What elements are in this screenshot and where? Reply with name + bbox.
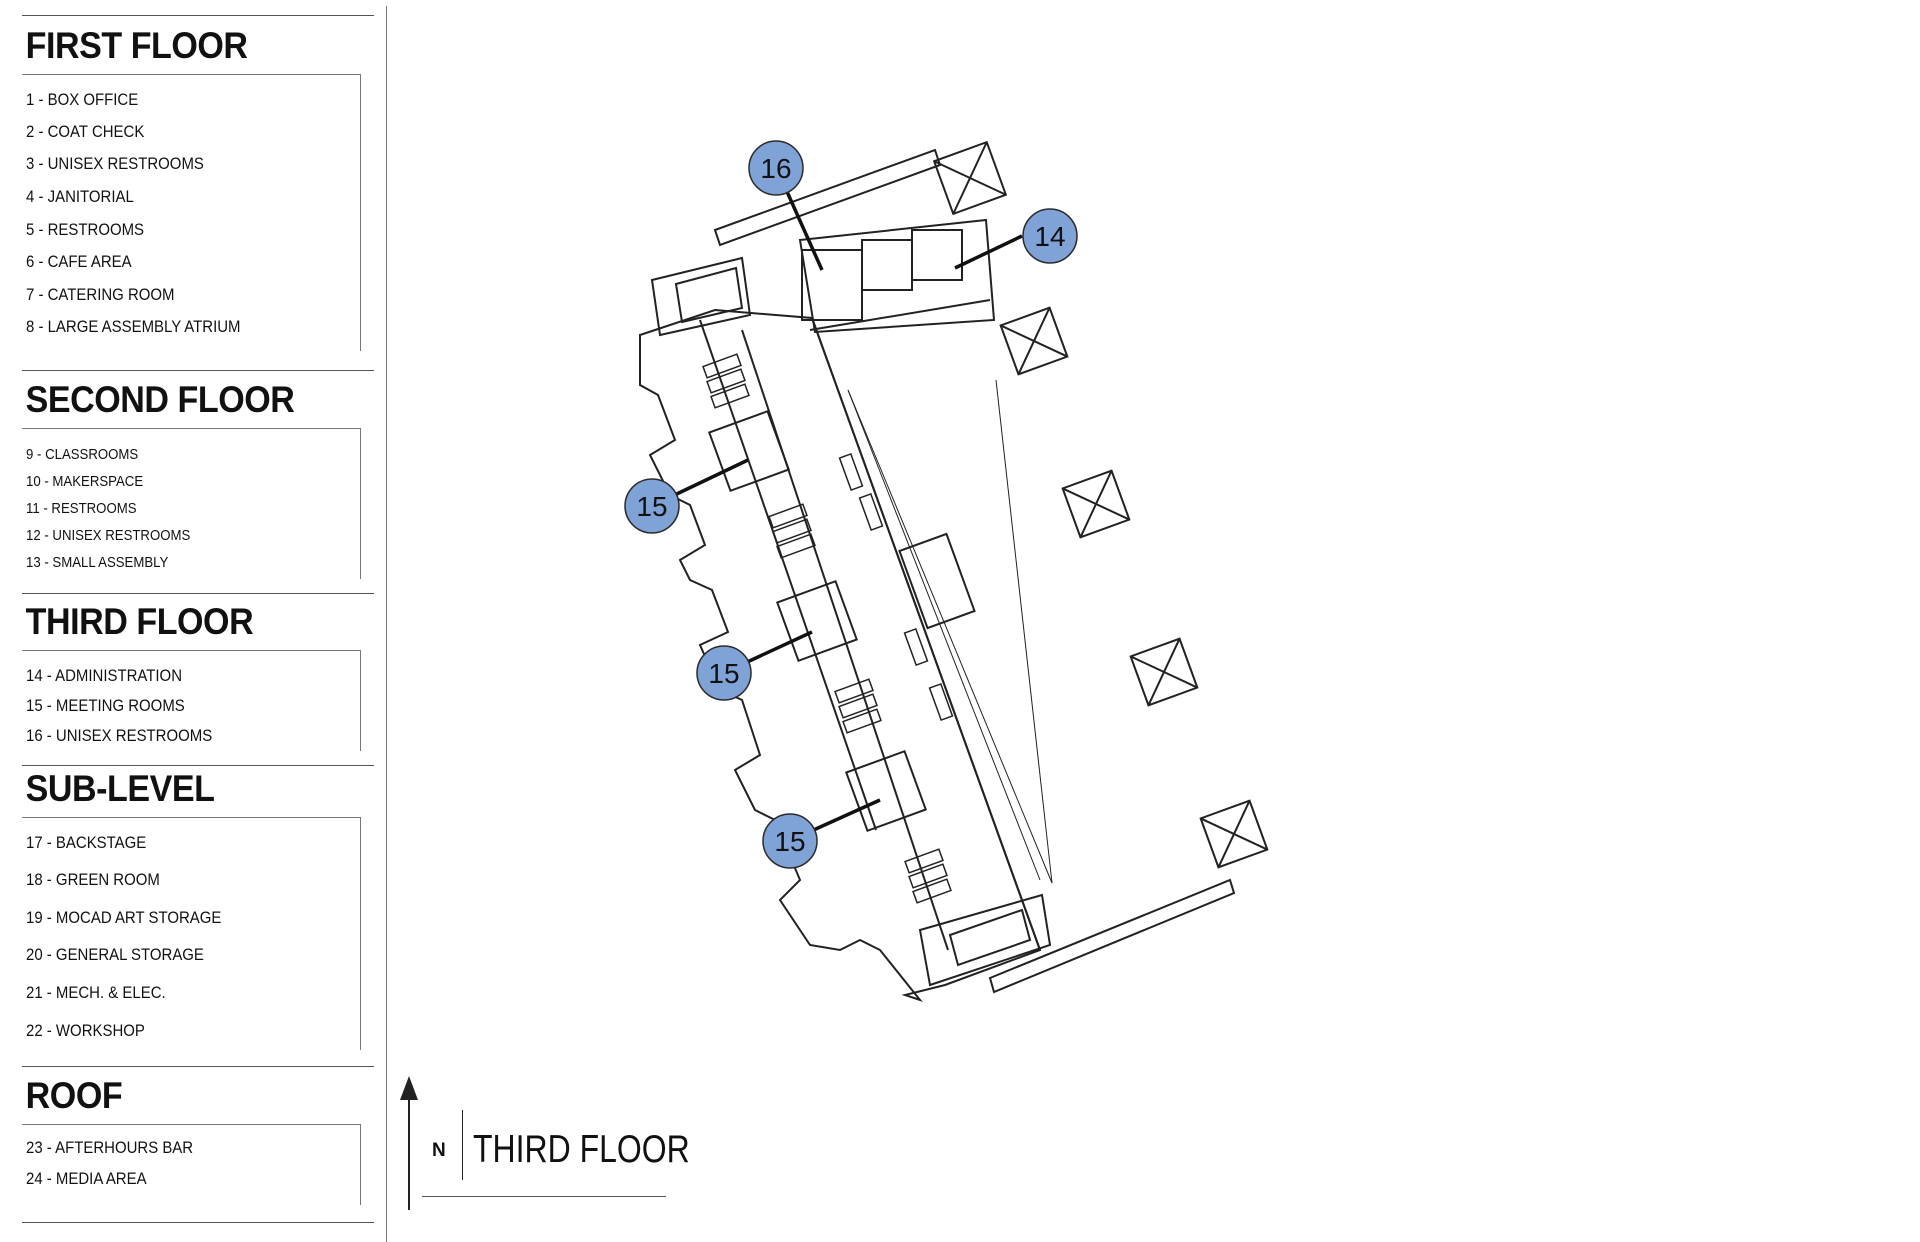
room-tag-15: 15: [624, 478, 680, 534]
svg-text:15: 15: [774, 826, 805, 857]
legend-item: 4 - JANITORIAL: [26, 187, 134, 206]
legend-item: 13 - SMALL ASSEMBLY: [26, 554, 169, 571]
legend-item: 6 - CAFE AREA: [26, 252, 132, 271]
legend-top-rule: [22, 15, 374, 16]
legend-section-title: ROOF: [25, 1075, 123, 1116]
skylight: [932, 140, 1269, 869]
corridor-wall: [811, 317, 1041, 951]
office-room: [861, 239, 913, 291]
stair-top: [650, 256, 752, 337]
legend-rule: [22, 593, 374, 594]
legend-divider: [386, 6, 387, 1242]
room-tag-15: 15: [762, 813, 818, 869]
legend-item: 5 - RESTROOMS: [26, 220, 145, 239]
legend-section-title: THIRD FLOOR: [25, 601, 254, 642]
legend-item: 24 - MEDIA AREA: [26, 1169, 147, 1188]
legend-item: 12 - UNISEX RESTROOMS: [26, 527, 191, 544]
legend-box: [22, 1124, 361, 1205]
corridor-wall: [699, 319, 877, 831]
legend-rule: [22, 1066, 374, 1067]
legend-item: 8 - LARGE ASSEMBLY ATRIUM: [26, 317, 241, 336]
legend-box: [22, 650, 361, 751]
legend-section-roof: ROOF 23 - AFTERHOURS BAR 24 - MEDIA AREA: [22, 1074, 374, 1205]
legend-item: 9 - CLASSROOMS: [26, 446, 139, 463]
room-tag-16: 16: [748, 140, 804, 196]
svg-text:16: 16: [760, 153, 791, 184]
legend-item: 17 - BACKSTAGE: [26, 833, 147, 852]
leader-lines: [661, 166, 1023, 839]
office-room: [911, 229, 963, 281]
legend-item: 15 - MEETING ROOMS: [26, 696, 185, 715]
meeting-room: [775, 579, 859, 663]
plan-caption: THIRD FLOOR: [462, 1110, 690, 1180]
atrium-line: [847, 389, 1053, 884]
legend-section-first-floor: FIRST FLOOR 1 - BOX OFFICE 2 - COAT CHEC…: [22, 24, 374, 351]
legend-item: 16 - UNISEX RESTROOMS: [26, 726, 213, 745]
room-tag-15: 15: [696, 645, 752, 701]
legend-rule: [22, 370, 374, 371]
legend-box: [22, 74, 361, 351]
legend-section-title: FIRST FLOOR: [25, 25, 248, 66]
legend-rule: [22, 765, 374, 766]
legend-item: 14 - ADMINISTRATION: [26, 666, 182, 685]
stair-central: [898, 532, 976, 630]
admin-wall: [809, 299, 991, 331]
legend-section-sub-level: SUB-LEVEL 17 - BACKSTAGE 18 - GREEN ROOM…: [22, 767, 374, 1050]
legend-item: 1 - BOX OFFICE: [26, 90, 139, 109]
stair-bottom: [918, 893, 1052, 987]
legend-item: 20 - GENERAL STORAGE: [26, 945, 204, 964]
desk-group: [702, 353, 954, 904]
legend-section-third-floor: THIRD FLOOR 14 - ADMINISTRATION 15 - MEE…: [22, 600, 374, 751]
legend-item: 2 - COAT CHECK: [26, 122, 145, 141]
legend-item: 10 - MAKERSPACE: [26, 473, 144, 490]
admin-block: [798, 218, 996, 334]
legend-item: 18 - GREEN ROOM: [26, 870, 160, 889]
north-label: N: [432, 1140, 446, 1161]
north-arrow-icon: [400, 1076, 418, 1210]
svg-text:15: 15: [636, 491, 667, 522]
stair-top-inner: [674, 266, 744, 324]
atrium-line: [847, 389, 1041, 881]
legend-item: 21 - MECH. & ELEC.: [26, 983, 166, 1002]
legend-section-title: SECOND FLOOR: [25, 379, 295, 420]
stair-bottom-inner: [948, 908, 1032, 967]
legend-bottom-rule: [22, 1222, 374, 1223]
legend-section-title: SUB-LEVEL: [25, 768, 215, 809]
legend-item: 7 - CATERING ROOM: [26, 285, 175, 304]
plan-title: THIRD FLOOR: [473, 1128, 690, 1171]
legend-item: 3 - UNISEX RESTROOMS: [26, 154, 204, 173]
legend-item: 19 - MOCAD ART STORAGE: [26, 908, 222, 927]
atrium-line: [995, 379, 1053, 884]
bottom-parapet: [988, 878, 1236, 994]
legend-item: 11 - RESTROOMS: [26, 500, 137, 517]
caption-rule: [422, 1196, 666, 1197]
plan-outline: [639, 308, 1042, 1003]
room-tag-14: 14: [1022, 208, 1078, 264]
legend-box: [22, 428, 361, 579]
meeting-room: [844, 749, 928, 833]
svg-text:15: 15: [708, 658, 739, 689]
legend-box: [22, 817, 361, 1050]
legend-item: 22 - WORKSHOP: [26, 1021, 145, 1040]
svg-text:14: 14: [1034, 221, 1065, 252]
legend-item: 23 - AFTERHOURS BAR: [26, 1138, 194, 1157]
legend-section-second-floor: SECOND FLOOR 9 - CLASSROOMS 10 - MAKERSP…: [22, 378, 374, 579]
meeting-room: [707, 409, 791, 493]
